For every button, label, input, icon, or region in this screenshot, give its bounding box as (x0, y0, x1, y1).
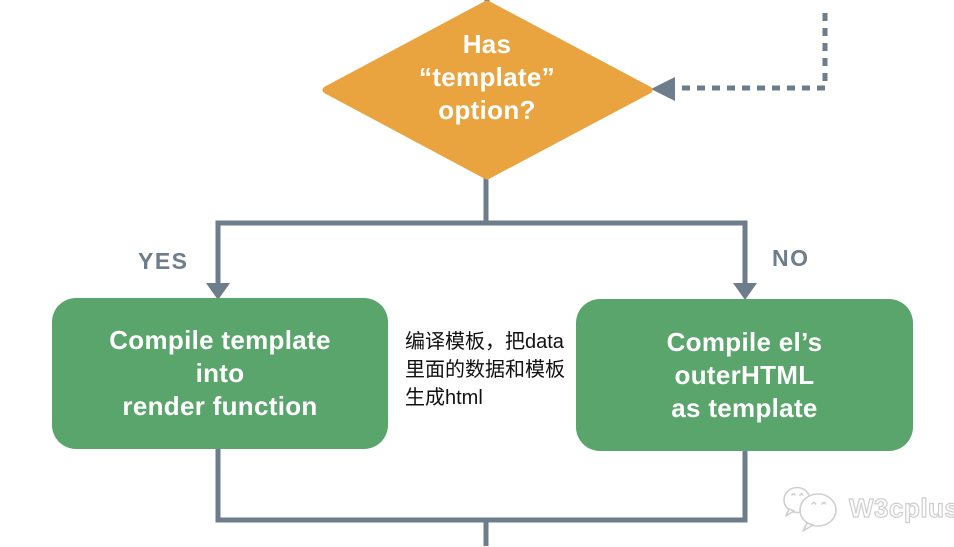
decision-line-2: “template” (419, 62, 555, 92)
watermark-text: W3cplus (848, 492, 954, 523)
left-box-line-2: into (195, 358, 245, 388)
annotation-line-1: 编译模板，把data (405, 331, 564, 353)
decision-line-3: option? (438, 95, 536, 125)
branch-split-line (215, 220, 748, 292)
process-box-compile-template: Compile template into render function (52, 298, 388, 449)
no-arrowhead-icon (733, 283, 757, 300)
annotation-line-3: 生成html (405, 387, 483, 409)
left-box-label: Compile template into render function (109, 324, 331, 423)
dashed-arrowhead-icon (651, 77, 675, 101)
process-box-compile-outerhtml: Compile el’s outerHTML as template (576, 299, 913, 451)
left-box-line-3: render function (122, 391, 318, 421)
right-box-line-2: outerHTML (674, 359, 815, 390)
dashed-loopback-line (676, 13, 828, 91)
left-box-line-1: Compile template (109, 325, 331, 355)
right-box-label: Compile el’s outerHTML as template (667, 326, 823, 425)
yes-arrowhead-icon (206, 283, 230, 300)
right-box-line-3: as template (671, 392, 818, 423)
annotation-line-2: 里面的数据和模板 (405, 359, 565, 381)
decision-line-1: Has (462, 29, 512, 59)
yes-branch-label: YES (138, 248, 189, 274)
right-box-line-1: Compile el’s (666, 326, 823, 357)
w3cplus-watermark: W3cplus (781, 482, 954, 534)
merge-line (215, 440, 748, 523)
decision-diamond-label: Has “template” option? (347, 28, 627, 127)
chinese-annotation: 编译模板，把data 里面的数据和模板 生成html (405, 328, 565, 412)
decision-diamond (322, 0, 653, 180)
wechat-bubbles-icon (783, 486, 837, 532)
no-branch-label: NO (772, 245, 810, 271)
